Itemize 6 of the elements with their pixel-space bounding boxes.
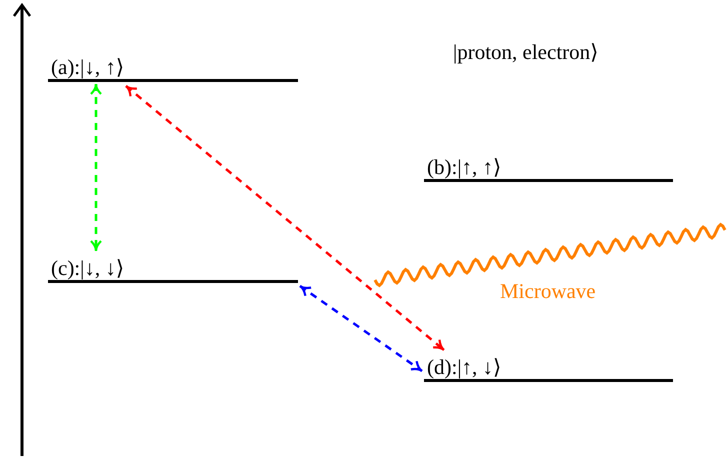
level-label: (b):|↑, ↑⟩ [427,155,502,179]
level-label: (a):|↓, ↑⟩ [51,55,124,79]
level-label: (d):|↑, ↓⟩ [427,355,502,379]
level-label: (c):|↓, ↓⟩ [51,256,124,280]
wave-label: Microwave [500,279,596,303]
state-notation: |proton, electron⟩ [453,40,598,64]
